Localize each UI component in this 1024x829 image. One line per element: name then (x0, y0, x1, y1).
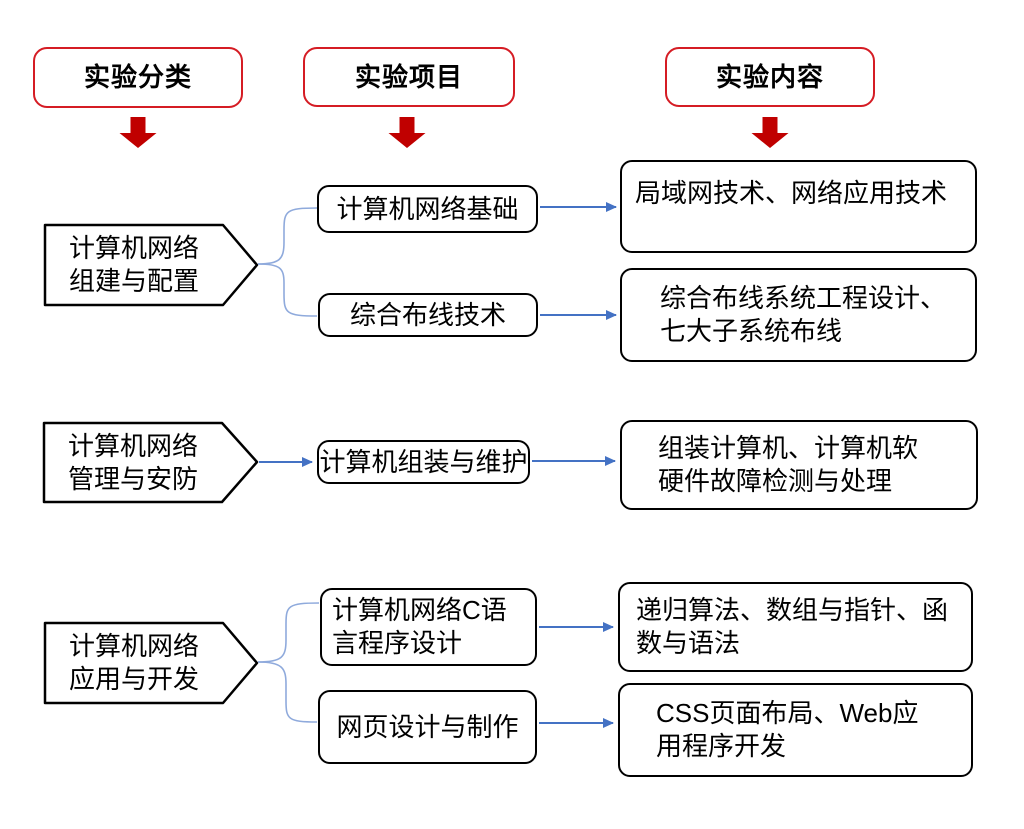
content-box-cabling-system: 综合布线系统工程设计、 七大子系统布线 (620, 268, 977, 362)
project-box-computer-assembly: 计算机组装与维护 (317, 440, 530, 484)
brace-connector-top (257, 207, 318, 265)
header-experiment-classification: 实验分类 (33, 47, 243, 108)
category-pentagon-3 (43, 621, 259, 705)
category-label-network-management: 计算机网络 管理与安防 (67, 430, 198, 494)
category-label-network-development: 计算机网络 应用与开发 (68, 631, 199, 694)
down-arrow-icon (119, 117, 157, 148)
down-arrow-icon (388, 117, 426, 148)
brace-connector-top (257, 602, 320, 663)
project-box-c-programming: 计算机网络C语 言程序设计 (320, 588, 537, 666)
category-label-network-setup: 计算机网络 组建与配置 (68, 233, 199, 296)
header-experiment-project: 实验项目 (303, 47, 515, 107)
content-box-algorithms: 递归算法、数组与指针、函 数与语法 (618, 582, 973, 672)
project-box-network-basics: 计算机网络基础 (317, 185, 538, 233)
brace-connector-bottom (257, 661, 318, 723)
content-box-assembly-troubleshooting: 组装计算机、计算机软 硬件故障检测与处理 (620, 420, 978, 510)
category-pentagon-2 (42, 421, 259, 504)
category-pentagon-1 (43, 223, 259, 307)
header-experiment-content: 实验内容 (665, 47, 875, 107)
down-arrow-icon (751, 117, 789, 148)
content-box-lan-technology: 局域网技术、网络应用技术 (620, 160, 977, 253)
brace-connector-bottom (257, 263, 318, 317)
project-box-web-design: 网页设计与制作 (318, 690, 537, 764)
project-box-cabling-technology: 综合布线技术 (318, 293, 538, 337)
content-box-css-web: CSS页面布局、Web应 用程序开发 (618, 683, 973, 777)
